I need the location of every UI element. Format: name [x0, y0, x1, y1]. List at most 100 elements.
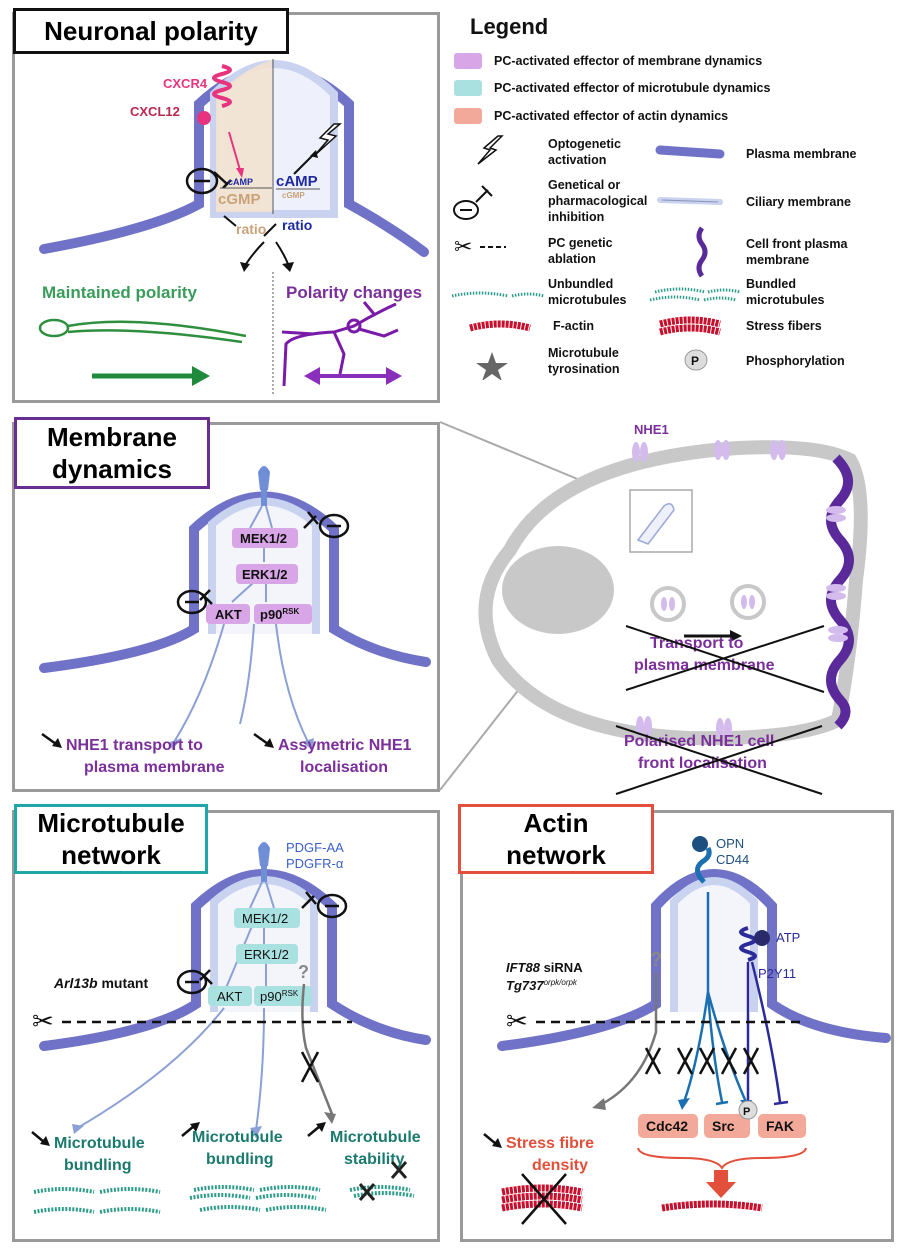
mini-cilium	[636, 503, 675, 545]
microtubule-diagram: PDGF-AA PDGFR-α MEK1/2 ERK1/2 AKT p90RSK…	[31, 840, 431, 1214]
nucleus	[502, 546, 614, 634]
mek-label: MEK1/2	[242, 911, 288, 926]
out2-line1: Assymetric NHE1	[278, 737, 412, 754]
cilium-left-half	[216, 60, 272, 212]
mek-node	[232, 528, 298, 548]
mt-out1-line1: Microtubule	[54, 1135, 145, 1152]
legend-ciliary-membrane-label: Ciliary membrane	[746, 195, 851, 209]
brace	[637, 1147, 807, 1170]
stress-line1: Stress fibre	[506, 1135, 594, 1152]
legend-plasma-membrane-label: Plasma membrane	[746, 147, 857, 161]
legend-phospho-icon	[684, 349, 708, 371]
legend-inhibition-line2: pharmacological	[548, 194, 648, 208]
legend-factin	[469, 320, 531, 332]
out1-line2: plasma membrane	[84, 759, 225, 776]
opn-label: OPN	[716, 836, 744, 851]
legend-bundled-line2: microtubules	[746, 293, 825, 307]
legend-inhibition-line3: inhibition	[548, 210, 605, 224]
membrane-dynamics-diagram: MEK1/2 ERK1/2 AKT p90RSK NHE1 transport …	[39, 466, 431, 776]
cross-line	[300, 1051, 320, 1083]
cell-front-membrane	[826, 454, 854, 730]
bundled-microtubules	[189, 1185, 327, 1212]
ratio-left-label: ratio	[236, 221, 266, 237]
vesicle	[650, 586, 686, 622]
purple-arrow-right	[386, 367, 402, 385]
legend-optogenetic-line2: activation	[548, 153, 607, 167]
cdc42-node	[638, 1114, 698, 1138]
microtubule-title: Microtubule network	[14, 804, 208, 874]
stress-fibres-result	[661, 1200, 763, 1212]
camp-big-label: cAMP	[276, 173, 318, 190]
cxcl12-label: CXCL12	[130, 104, 180, 119]
cxcl12-ligand	[197, 111, 211, 125]
unstable-microtubules	[349, 1185, 415, 1198]
legend-cellfront: Cell front plasma membrane	[746, 236, 847, 268]
out2-line2: localisation	[300, 759, 388, 776]
atp-ligand	[754, 930, 770, 946]
microtubule-title-line2: network	[61, 840, 161, 870]
mt-out3-line2: stability	[344, 1151, 405, 1168]
cxcr4-arrow	[228, 131, 241, 171]
actin-title-line1: Actin	[523, 808, 589, 838]
legend-membrane-effector: PC-activated effector of membrane dynami…	[494, 54, 763, 68]
legend-optogenetic-line1: Optogenetic	[548, 137, 621, 151]
p90-label: p90RSK	[260, 989, 299, 1004]
legend-microtubule-effector: PC-activated effector of microtubule dyn…	[494, 81, 771, 95]
phospho-label: P	[743, 1106, 750, 1118]
cross-line	[615, 725, 823, 795]
legend-phospho-symbol: P	[691, 354, 699, 368]
mt-out2-line2: bundling	[206, 1151, 274, 1168]
mt-out1-line2: bundling	[64, 1157, 132, 1174]
fak-label: FAK	[766, 1118, 794, 1134]
legend-stress-fibers	[659, 316, 721, 328]
legend-unbundled-line1: Unbundled	[548, 277, 614, 291]
polarised-line1: Polarised NHE1 cell	[624, 733, 774, 750]
p90-label: p90RSK	[260, 607, 300, 622]
arl13b-label: Arl13b mutant	[53, 975, 148, 991]
erk-node	[236, 564, 298, 584]
polarized-neuron	[38, 318, 247, 344]
inhibition-icon	[176, 969, 208, 995]
legend-plasma-membrane	[655, 145, 725, 159]
plasma-membrane	[39, 491, 431, 673]
opn-ligand	[692, 836, 708, 852]
legend-tyrosination: Microtubule tyrosination	[548, 345, 620, 377]
legend-bundled: Bundled microtubules	[746, 276, 825, 308]
legend-optogenetic: Optogenetic activation	[548, 136, 621, 168]
actin-title-line2: network	[506, 840, 606, 870]
neuronal-polarity-title-text: Neuronal polarity	[44, 16, 258, 46]
cxcr4-label: CXCR4	[163, 76, 208, 91]
cilium-zoom-box	[629, 489, 693, 553]
cd44-label: CD44	[716, 852, 749, 867]
camp-small-label: cAMP	[228, 177, 253, 187]
cdc42-label: Cdc42	[646, 1118, 688, 1134]
akt-node	[208, 986, 252, 1006]
src-node	[704, 1114, 750, 1138]
mek-node	[234, 908, 300, 928]
inhibition-icon	[185, 167, 219, 195]
actin-diagram: OPN CD44 ATP P2Y11 ? ✂ IFT88 siRNA Tg737…	[483, 836, 891, 1225]
primary-cilium	[670, 877, 758, 1012]
mt-out3-line1: Microtubule	[330, 1129, 421, 1146]
arrow-to-cdc42	[678, 1098, 690, 1110]
actin-title: Actin network	[458, 804, 654, 874]
atp-label: ATP	[776, 930, 800, 945]
legend-icons: ✂ P	[451, 135, 741, 380]
membrane-title-line2: dynamics	[52, 454, 172, 484]
unbundled-microtubules	[33, 1187, 161, 1214]
mek-label: MEK1/2	[240, 531, 287, 546]
cgmp-small-label: cGMP	[282, 191, 305, 200]
legend-inhibition-icon	[453, 200, 479, 220]
erk-label: ERK1/2	[244, 947, 289, 962]
legend-ablation-line1: PC genetic	[548, 236, 613, 250]
ratio-right-label: ratio	[282, 217, 312, 233]
legend-cellfront-line1: Cell front plasma	[746, 237, 848, 251]
legend-unbundled-microtubules	[451, 291, 545, 298]
p90-node	[254, 986, 312, 1006]
legend-stress-fibers-label: Stress fibers	[746, 319, 822, 333]
legend-ablation: PC genetic ablation	[548, 235, 613, 267]
legend-cell-front-membrane	[696, 226, 708, 278]
plasma-membrane	[39, 869, 431, 1051]
p90-node	[254, 604, 312, 624]
purple-arrow-left	[304, 367, 320, 385]
